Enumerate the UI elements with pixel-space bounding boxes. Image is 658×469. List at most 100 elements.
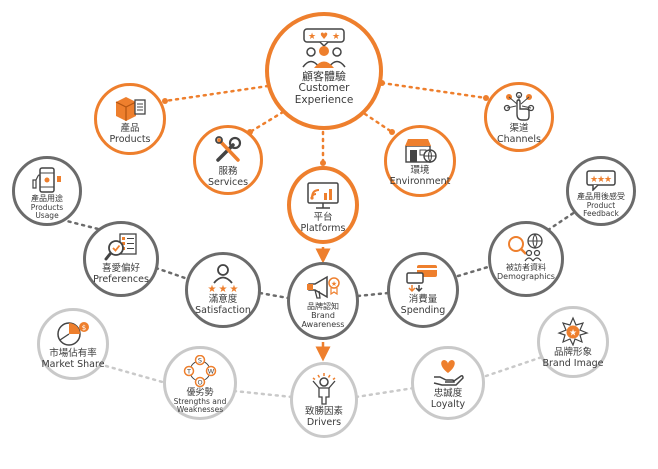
customer-experience-en-1: Customer <box>298 82 350 95</box>
services-en: Services <box>207 176 249 188</box>
brand-awareness-en-1: Brand <box>311 310 335 320</box>
svg-text:★: ★ <box>308 32 316 42</box>
customer-experience-en-2: Experience <box>294 94 354 107</box>
swot-zh: 優劣勢 <box>186 388 214 398</box>
market-share-zh: 市場佔有率 <box>49 348 97 359</box>
node-drivers: 致勝因素 Drivers <box>290 362 358 438</box>
drivers-zh: 致勝因素 <box>304 406 343 417</box>
node-loyalty: 忠誠度 Loyalty <box>411 346 485 420</box>
user-stars-icon: ★ ★ ★ <box>208 264 239 293</box>
node-brand-awareness: ★ 品牌認知 Brand Awareness <box>287 262 359 340</box>
node-satisfaction: ★ ★ ★ 滿意度 Satisfaction <box>185 252 261 328</box>
connector-loyalty-brandimage <box>484 354 547 378</box>
node-platforms: 平台 Platforms <box>287 166 359 244</box>
swot-letter-w: W <box>208 368 215 376</box>
node-channels: 渠道 Channels <box>484 82 554 152</box>
product-feedback-en-2: Feedback <box>583 209 619 219</box>
hand-heart-icon <box>433 360 464 386</box>
rating-bubble-icon: ★ ★ ★ <box>586 170 616 191</box>
svg-text:★: ★ <box>219 284 228 293</box>
winner-person-icon <box>312 373 336 405</box>
connector-center-channels <box>380 81 488 100</box>
spending-en: Spending <box>400 304 446 316</box>
megaphone-icon: ★ <box>307 275 340 299</box>
brand-awareness-zh: 品牌認知 <box>307 302 339 311</box>
svg-text:$: $ <box>82 324 86 332</box>
connector-center-environment <box>363 112 394 134</box>
brand-awareness-en-2: Awareness <box>301 319 345 329</box>
svg-text:★: ★ <box>597 175 605 185</box>
tools-icon <box>215 136 242 162</box>
products-en: Products <box>109 133 151 145</box>
card-payment-icon <box>406 265 437 293</box>
swot-letter-s: S <box>198 357 202 365</box>
brand-image-en: Brand Image <box>542 357 604 369</box>
preferences-en: Preferences <box>93 273 149 285</box>
people-globe-icon <box>508 233 543 262</box>
product-feedback-zh: 產品用後感受 <box>577 192 625 201</box>
touch-network-icon <box>503 92 535 121</box>
demographics-zh: 被訪者資料 <box>506 263 546 272</box>
loyalty-zh: 忠誠度 <box>433 388 463 399</box>
demographics-en: Demographics <box>497 271 555 281</box>
channels-en: Channels <box>497 133 541 145</box>
satisfaction-zh: 滿意度 <box>208 294 238 305</box>
node-products: 產品 Products <box>94 83 166 155</box>
channels-zh: 渠道 <box>509 123 529 134</box>
products-usage-en-1: Products <box>30 202 64 212</box>
monitor-icon <box>307 182 339 209</box>
customer-experience-zh: 顧客體驗 <box>302 70 346 83</box>
svg-text:★: ★ <box>230 284 239 293</box>
customer-review-icon: ★ ♥ ★ <box>302 28 346 68</box>
preferences-zh: 喜愛偏好 <box>101 263 140 274</box>
swot-en-2: Weaknesses <box>176 405 224 415</box>
platforms-en: Platforms <box>300 222 346 234</box>
swot-letter-t: T <box>186 368 191 376</box>
svg-text:♥: ♥ <box>320 32 328 42</box>
svg-text:★: ★ <box>590 175 598 185</box>
magnifier-checklist-icon <box>104 233 137 261</box>
phone-thumbs-icon <box>32 167 61 193</box>
connector-center-services <box>248 110 285 134</box>
connector-preferences-satisfaction <box>154 266 187 280</box>
swot-icon: S W O T <box>183 355 217 387</box>
node-demographics: 被訪者資料 Demographics <box>488 221 564 297</box>
node-environment: 環境 Environment <box>384 125 456 197</box>
swot-letter-o: O <box>197 379 202 387</box>
product-feedback-en-1: Product <box>586 200 616 210</box>
connector-marketshare-swot <box>104 364 168 385</box>
brand-image-zh: 品牌形象 <box>553 347 592 358</box>
node-product-feedback: ★ ★ ★ 產品用後感受 Product Feedback <box>566 156 636 226</box>
connector-spending-demographics <box>456 265 490 278</box>
services-zh: 服務 <box>218 166 238 177</box>
svg-text:★: ★ <box>604 175 612 185</box>
satisfaction-en: Satisfaction <box>195 304 251 316</box>
environment-zh: 環境 <box>410 165 430 176</box>
market-share-en: Market Share <box>41 358 105 370</box>
connector-center-products <box>163 83 277 103</box>
node-preferences: 喜愛偏好 Preferences <box>83 221 159 297</box>
platforms-zh: 平台 <box>313 212 333 223</box>
node-spending: 消費量 Spending <box>387 252 459 328</box>
svg-text:★: ★ <box>331 280 337 288</box>
star-badge-icon: ★ <box>557 316 589 346</box>
drivers-en: Drivers <box>306 416 342 428</box>
svg-text:★: ★ <box>569 329 577 339</box>
storefront-icon <box>405 139 437 164</box>
node-services: 服務 Services <box>193 125 263 195</box>
svg-text:★: ★ <box>208 284 217 293</box>
products-zh: 產品 <box>120 123 140 134</box>
connector-awareness-spending <box>356 291 390 298</box>
node-swot: S W O T 優劣勢 Strengths and Weaknesses <box>163 346 237 420</box>
connector-swot-drivers <box>232 389 294 399</box>
pie-chart-icon: $ <box>57 322 89 346</box>
node-customer-experience: ★ ♥ ★ 顧客體驗 Customer Experience <box>265 12 383 130</box>
spending-zh: 消費量 <box>408 294 438 305</box>
products-usage-zh: 產品用途 <box>31 194 63 203</box>
product-box-icon <box>115 97 146 121</box>
connector-demographics-feedback <box>546 208 580 232</box>
node-brand-image: ★ 品牌形象 Brand Image <box>537 306 609 378</box>
node-market-share: $ 市場佔有率 Market Share <box>37 308 109 380</box>
connector-satisfaction-awareness <box>258 291 290 300</box>
